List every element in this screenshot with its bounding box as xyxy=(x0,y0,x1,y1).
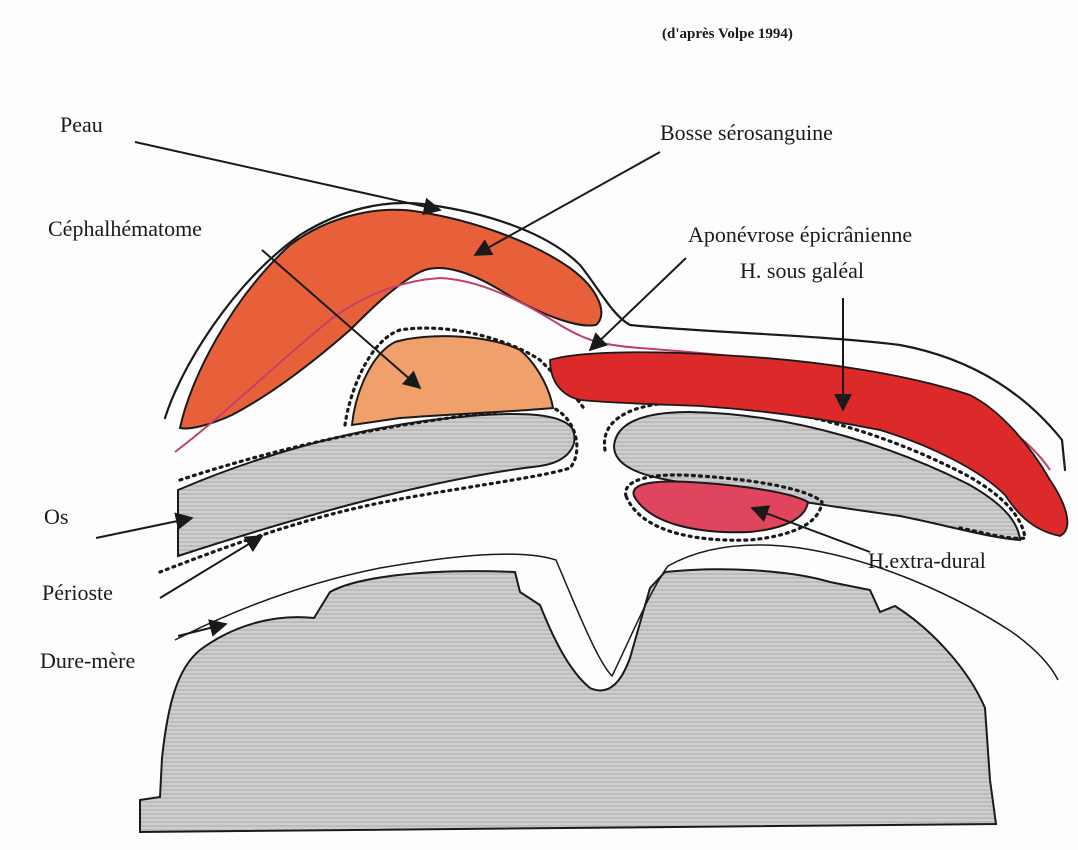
bone-left xyxy=(178,414,574,556)
label-extra-dural: H.extra-dural xyxy=(868,548,986,573)
label-bosse-serosanguine: Bosse sérosanguine xyxy=(660,120,833,145)
arrow-aponevrose xyxy=(590,258,686,350)
label-os: Os xyxy=(44,504,68,529)
label-dure-mere: Dure-mère xyxy=(40,648,135,673)
label-aponevrose: Aponévrose épicrânienne xyxy=(688,222,912,247)
label-perioste: Périoste xyxy=(42,580,113,605)
label-cephalhematome: Céphalhématome xyxy=(48,216,202,241)
arrow-peau xyxy=(135,142,440,210)
arrow-bosse xyxy=(475,152,660,255)
label-peau: Peau xyxy=(60,112,103,137)
source-note: (d'après Volpe 1994) xyxy=(662,26,793,42)
label-sous-galeal: H. sous galéal xyxy=(740,258,864,283)
arrow-dure-mere xyxy=(178,624,226,636)
brain-shape xyxy=(140,569,996,832)
